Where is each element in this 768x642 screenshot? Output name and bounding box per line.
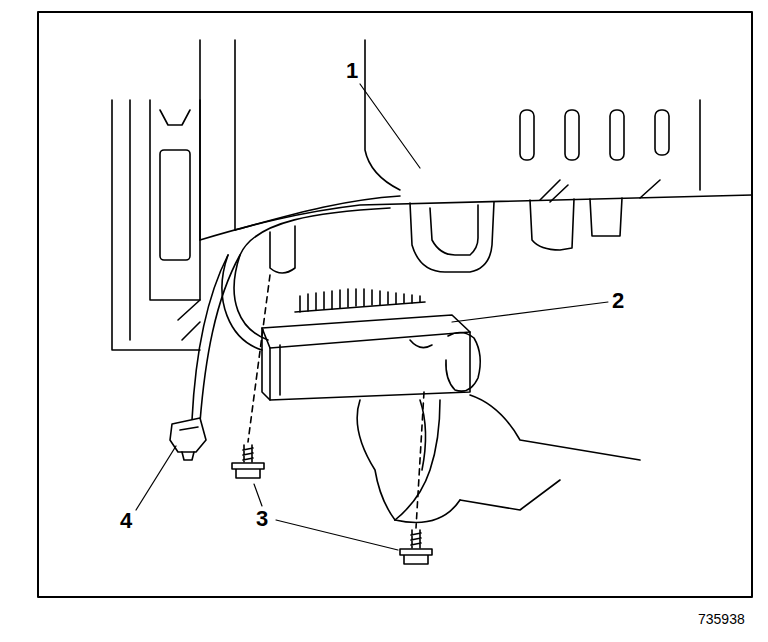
leader-line	[136, 84, 608, 550]
wire-harness	[192, 208, 390, 422]
screw	[232, 275, 432, 564]
callout-number: 1	[346, 60, 358, 82]
callout-number: 4	[120, 510, 132, 532]
electrical-connector	[170, 418, 206, 460]
frame	[38, 12, 752, 597]
housing	[112, 40, 752, 350]
callout-number: 3	[256, 508, 268, 530]
callout-number: 2	[612, 290, 624, 312]
blower-motor-resistor	[262, 289, 470, 400]
figure-number: 735938	[698, 612, 745, 626]
hand	[357, 332, 640, 522]
